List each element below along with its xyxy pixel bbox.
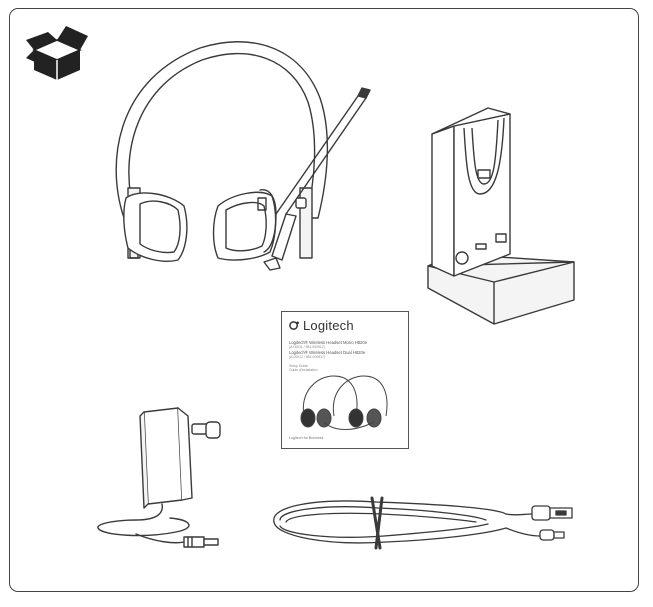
charging-base-illustration	[424, 104, 576, 326]
logitech-brand: Logitech	[289, 318, 354, 333]
product-dual-title: Logitech® Wireless Headset Dual H820e	[289, 350, 366, 355]
guide-headset-photo	[300, 375, 388, 430]
guide-footer-text: Logitech for Business	[289, 436, 324, 440]
product-dual-part: (A-00012 / 981-000517)	[289, 355, 326, 359]
product-mono-title: Logitech® Wireless Headset Mono H820e	[289, 340, 368, 345]
product-mono-part: (A-00011 / 981-000512)	[289, 345, 325, 349]
brand-name: Logitech	[303, 318, 354, 333]
headset-illustration	[100, 38, 390, 283]
setup-guide-label: Setup Guide	[289, 364, 308, 368]
usb-cable-illustration	[266, 492, 582, 554]
setup-guide-booklet: Logitech Logitech® Wireless Headset Mono…	[281, 311, 409, 449]
open-box-icon	[24, 22, 90, 82]
setup-guide-label-fr: Guide d'installation	[289, 368, 318, 372]
package-contents-frame	[9, 8, 639, 592]
logitech-logo-icon	[289, 321, 299, 330]
power-adapter-illustration	[96, 402, 226, 554]
